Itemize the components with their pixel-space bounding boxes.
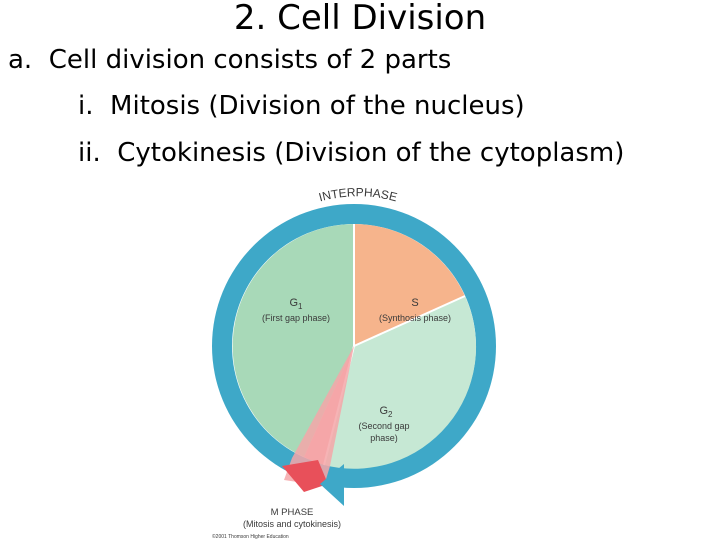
cell-cycle-diagram: INTERPHASE G1 (First gap phase) S (Synth…: [212, 188, 496, 540]
bullet-marker: ii.: [78, 138, 101, 168]
ring-arrowhead: [320, 464, 344, 506]
g2-sector: [324, 296, 477, 469]
m-phase-funnel: [284, 346, 354, 486]
s-description: (Synthosis phase): [379, 313, 451, 323]
g2-description-line2: phase): [370, 433, 398, 443]
bullet-marker: a.: [8, 45, 33, 75]
s-sector: [354, 224, 465, 346]
m-phase-description: (Mitosis and cytokinesis): [243, 519, 341, 529]
bullet-marker: i.: [78, 91, 94, 121]
bullet-text: Cell division consists of 2 parts: [48, 45, 452, 75]
divider-s-g2: [353, 295, 466, 347]
g1-description: (First gap phase): [262, 313, 330, 323]
bullet-i: i. Mitosis (Division of the nucleus): [78, 90, 525, 122]
bullet-a: a. Cell division consists of 2 parts: [8, 44, 451, 76]
g1-sector: [232, 224, 354, 457]
s-label: S: [411, 297, 418, 309]
bullet-text: Mitosis (Division of the nucleus): [110, 91, 525, 121]
slide-title: 2. Cell Division: [233, 0, 487, 38]
image-credit: ©2001 Thomson Higher Education: [212, 533, 289, 540]
g1-label: G1: [289, 297, 303, 311]
bullet-ii: ii. Cytokinesis (Division of the cytopla…: [78, 137, 624, 169]
bullet-text: Cytokinesis (Division of the cytoplasm): [117, 138, 625, 168]
m-phase-label: M PHASE: [271, 507, 314, 518]
m-phase-arrow: [282, 460, 328, 492]
g2-description-line1: (Second gap: [358, 421, 409, 431]
g2-label: G2: [379, 405, 393, 419]
interphase-label: INTERPHASE: [317, 188, 398, 204]
